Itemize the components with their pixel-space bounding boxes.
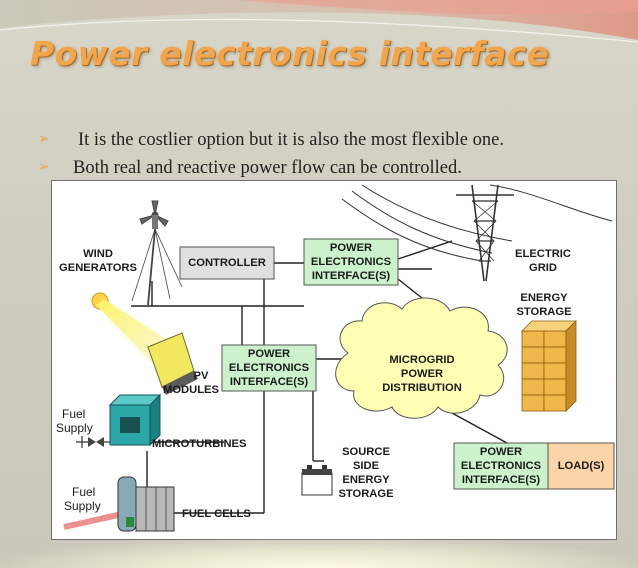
- bottom-glow: [0, 538, 638, 568]
- wind-generators-label: WIND GENERATORS: [58, 247, 138, 275]
- label-line: ELECTRIC: [515, 248, 571, 260]
- label-line: ELECTRONICS: [310, 256, 392, 268]
- slide-title: Power electronics interface: [30, 34, 550, 73]
- battery-stack-icon: [521, 320, 577, 412]
- label-line: MODULES: [163, 384, 219, 396]
- energy-storage-label: ENERGY STORAGE: [504, 291, 584, 319]
- label-line: Supply: [56, 421, 93, 435]
- pe-interface-mid-label: POWER ELECTRONICS INTERFACE(S): [222, 347, 316, 389]
- pe-interface-right-box: [453, 442, 549, 490]
- load-box: [547, 442, 615, 490]
- fuel-cell-icon: [63, 476, 175, 532]
- label-line: MICROGRID: [389, 354, 455, 366]
- controller-box: [179, 246, 275, 280]
- fuel-supply-label: Fuel Supply: [56, 407, 100, 435]
- microgrid-diagram: WIND GENERATORS CONTROLLER POWER ELECTRO…: [51, 180, 617, 540]
- transmission-tower-icon: [341, 184, 613, 282]
- label-line: Supply: [64, 499, 101, 513]
- electric-grid-label: ELECTRIC GRID: [508, 247, 578, 275]
- label-line: Fuel: [72, 485, 96, 499]
- bullet-list: ➢ It is the costlier option but it is al…: [38, 126, 504, 182]
- fuel-supply-label: Fuel Supply: [64, 485, 108, 513]
- label-line: Fuel: [62, 407, 86, 421]
- pe-interface-top-label: POWER ELECTRONICS INTERFACE(S): [304, 241, 398, 283]
- label-line: POWER: [247, 348, 291, 360]
- pv-module-icon: [91, 292, 198, 395]
- label-line: ENERGY: [342, 474, 390, 486]
- label-line: POWER: [329, 242, 373, 254]
- microgrid-cloud: [335, 297, 508, 419]
- pe-interface-top-box: [303, 238, 399, 286]
- label-line: GRID: [529, 262, 557, 274]
- label-line: INTERFACE(S): [311, 270, 391, 282]
- source-side-storage-label: SOURCE SIDE ENERGY STORAGE: [326, 445, 406, 501]
- controller-label: CONTROLLER: [188, 257, 266, 269]
- label-line: POWER: [400, 368, 444, 380]
- label-line: STORAGE: [338, 488, 394, 500]
- label-line: WIND: [83, 248, 113, 260]
- bullet-arrow-icon: ➢: [38, 160, 50, 175]
- label-line: INTERFACE(S): [229, 376, 309, 388]
- microgrid-label: MICROGRID POWER DISTRIBUTION: [362, 353, 482, 395]
- label-line: ELECTRONICS: [228, 362, 310, 374]
- label-line: SOURCE: [342, 446, 390, 458]
- storage-battery-icon: [301, 465, 333, 496]
- header-swoosh: [0, 0, 638, 43]
- microturbine-icon: [76, 393, 162, 448]
- bullet-text: It is the costlier option but it is also…: [78, 130, 504, 150]
- microturbines-label: MICROTURBINES: [152, 438, 247, 450]
- label-line: DISTRIBUTION: [382, 382, 462, 394]
- load-label: LOAD(S): [557, 460, 605, 472]
- pe-interface-right-label: POWER ELECTRONICS INTERFACE(S): [454, 445, 548, 487]
- wind-turbine-icon: [131, 200, 183, 306]
- fuel-cells-label: FUEL CELLS: [182, 508, 251, 520]
- pe-interface-mid-box: [221, 344, 317, 392]
- label-line: PV: [193, 370, 209, 382]
- label-line: GENERATORS: [59, 262, 137, 274]
- label-line: ELECTRONICS: [460, 460, 542, 472]
- label-line: ENERGY: [520, 292, 568, 304]
- label-line: SIDE: [352, 460, 380, 472]
- label-line: INTERFACE(S): [461, 474, 541, 486]
- label-line: POWER: [479, 446, 523, 458]
- bullet-text: Both real and reactive power flow can be…: [73, 158, 462, 178]
- label-line: STORAGE: [516, 306, 572, 318]
- diagram-graphics: [63, 184, 615, 532]
- pv-modules-label: PV MODULES: [156, 369, 226, 397]
- bullet-arrow-icon: ➢: [38, 132, 50, 147]
- bullet-item: ➢ Both real and reactive power flow can …: [38, 154, 504, 182]
- bullet-item: ➢ It is the costlier option but it is al…: [38, 126, 504, 154]
